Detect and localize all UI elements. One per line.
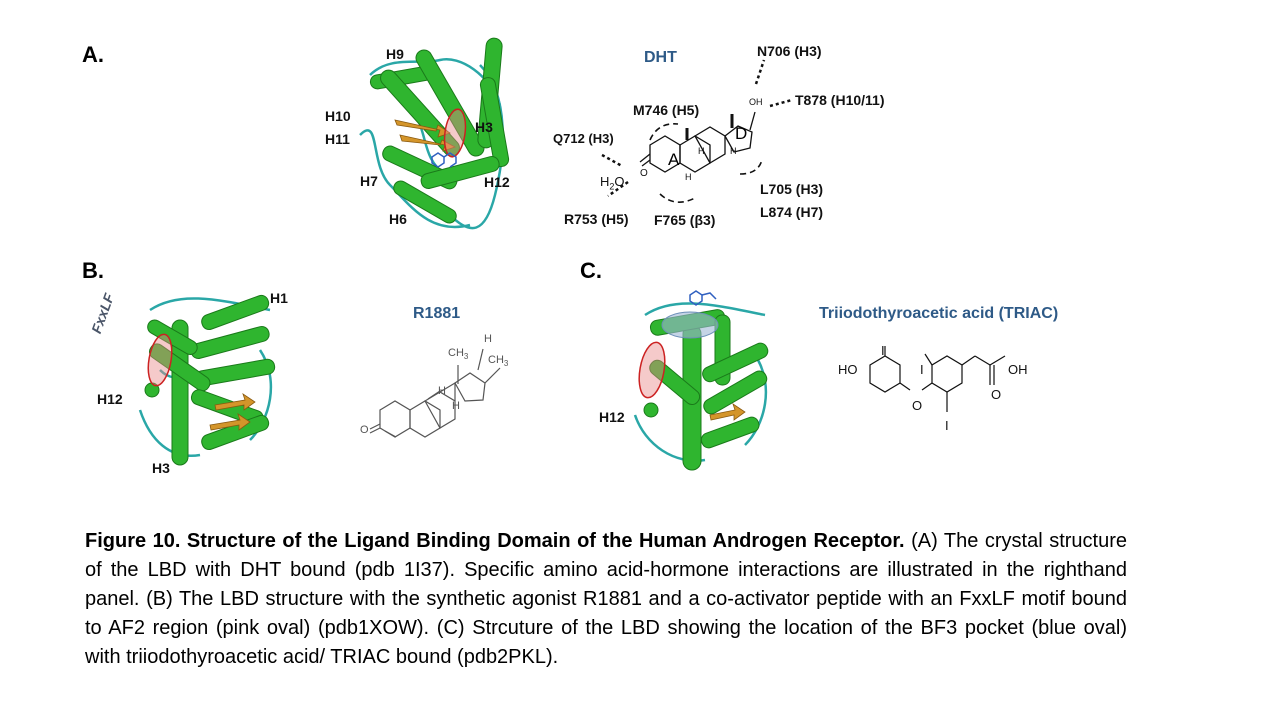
residue-m746: M746 (H5) [633,102,700,118]
helix-label-h11: H11 [325,131,350,147]
helix-label-h3: H3 [475,119,493,135]
panel-a-letter: A. [82,42,104,67]
panel-c-letter: C. [580,258,602,283]
triac-i-3: I [945,418,949,433]
helix-label-h7: H7 [360,173,378,189]
helix-label-h10: H10 [325,108,351,124]
protein-structure-a [359,37,510,230]
panel-b-letter: B. [82,258,104,283]
caption-body: (A) The crystal structure of the LBD wit… [85,530,1127,668]
ring-d-label: D [735,124,748,143]
dht-structure [601,59,793,203]
r1881-o: O [360,424,369,436]
triac-o-carbonyl: O [991,387,1002,402]
r1881-structure [369,348,501,438]
residue-l874: L874 (H7) [760,204,824,220]
triac-oh: OH [1008,362,1028,377]
r1881-h-mid: H [438,385,446,397]
protein-structure-b [138,294,276,466]
residue-n706: N706 (H3) [757,43,822,59]
residue-t878: T878 (H10/11) [795,92,885,108]
residue-f765: F765 (β3) [654,212,716,228]
ligand-title-dht: DHT [644,49,677,66]
r1881-ch3-1: CH3 [448,347,469,362]
dht-oh: OH [749,97,763,107]
helix-label-c-h12: H12 [599,409,625,425]
water-label: H2O [600,174,625,192]
ligand-title-r1881: R1881 [413,305,461,322]
triac-ho: HO [838,362,858,377]
helix-label-h9: H9 [386,46,404,62]
dht-ketone-o: O [640,168,648,179]
r1881-ch3-2: CH3 [488,354,509,369]
figure-caption: Figure 10. Structure of the Ligand Bindi… [85,527,1127,672]
stereo-h-1: H [698,146,705,156]
fxxlf-label: FxxLF [88,291,118,336]
r1881-h-top: H [484,333,492,345]
triac-i-2: I [920,362,924,377]
residue-r753: R753 (H5) [564,211,629,227]
ring-a-label: A [668,150,680,169]
protein-structure-c [633,290,769,471]
helix-label-b-h12: H12 [97,391,123,407]
residue-q712: Q712 (H3) [553,131,614,146]
triac-i-1: I [881,343,885,358]
r1881-h-low: H [452,400,460,412]
helix-label-h6: H6 [389,211,407,227]
triac-structure [869,346,1006,412]
residue-l705: L705 (H3) [760,181,824,197]
helix-label-h12: H12 [484,174,510,190]
stereo-h-3: H [685,172,692,182]
helix-label-b-h1: H1 [270,290,288,306]
stereo-h-2: H [730,146,737,156]
ligand-title-triac: Triiodothyroacetic acid (TRIAC) [819,305,1059,322]
triac-o-ether: O [912,398,923,413]
caption-title: Figure 10. Structure of the Ligand Bindi… [85,530,905,552]
helix-label-b-h3: H3 [152,460,170,476]
